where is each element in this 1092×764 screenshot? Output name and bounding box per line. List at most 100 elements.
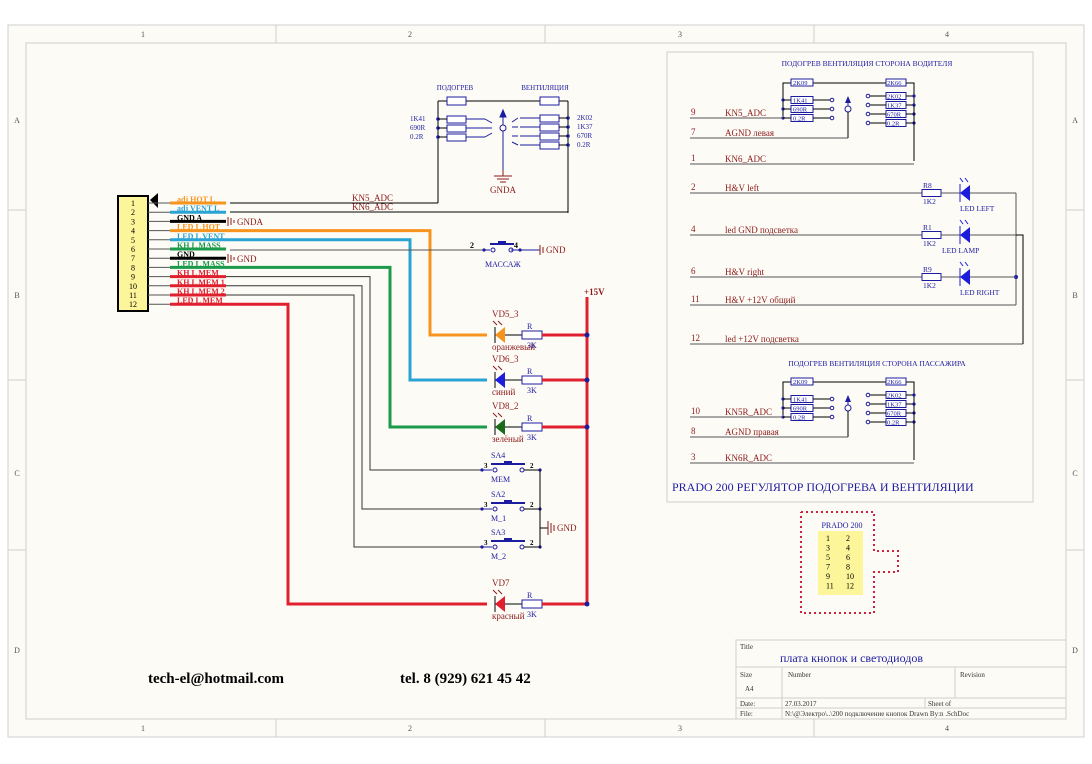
svg-text:ВЕНТИЛЯЦИЯ: ВЕНТИЛЯЦИЯ — [521, 84, 569, 92]
zone-col-3: 3 — [678, 30, 682, 39]
resistor-value: 1K37 — [887, 402, 902, 409]
wire-label: KH L MASS — [177, 241, 221, 250]
pinout-pin: 7 — [826, 563, 830, 572]
resistor-value: 2K66 — [887, 379, 902, 386]
pin-number: 10 — [691, 406, 701, 416]
led-icon — [495, 419, 505, 435]
button-pin: 2 — [530, 501, 534, 509]
connector-pin-number: 7 — [131, 254, 135, 263]
connector-wire: LED L VENT — [148, 232, 487, 382]
wire-label: KH L MEM 2 — [177, 287, 225, 296]
connector-pin-number: 9 — [131, 273, 135, 282]
contact-phone: tel. 8 (929) 621 45 42 — [400, 671, 531, 687]
pinout-pin: 10 — [846, 572, 854, 581]
svg-text:GND: GND — [546, 245, 566, 255]
wire-label: GND — [177, 250, 195, 259]
pinout-pin: 11 — [826, 582, 834, 591]
resistor-ref: R — [527, 414, 533, 423]
pin-number: 8 — [691, 426, 696, 436]
button-pin: 2 — [530, 539, 534, 547]
button-ref: SA2 — [491, 490, 505, 499]
wire-label: adj HOT L — [177, 195, 215, 204]
contact-email[interactable]: tech-el@hotmail.com — [148, 671, 285, 687]
wire-label: KH L MEM 1 — [177, 278, 225, 287]
resistor-value: 2K02 — [887, 94, 901, 101]
connector-pin-number: 5 — [131, 236, 135, 245]
connector-wire: LED L MEM — [148, 296, 487, 606]
pin-number: 12 — [691, 333, 700, 343]
gnda-symbol: GNDA — [227, 217, 263, 227]
connector-wire: LED L HOT — [148, 223, 487, 337]
button-name: M_2 — [491, 552, 506, 561]
resistor-value: 0.2R — [887, 121, 900, 128]
svg-text:Revision: Revision — [960, 671, 985, 679]
pinout-pin: 8 — [846, 563, 850, 572]
svg-text:4: 4 — [514, 241, 518, 250]
gnda-label-switch: GNDA — [490, 185, 516, 195]
button-name: M_1 — [491, 514, 506, 523]
svg-text:0.2R: 0.2R — [577, 141, 591, 149]
pinout-pin: 5 — [826, 553, 830, 562]
connector-pin-number: 6 — [131, 245, 135, 254]
connector-wire: adj HOT L — [148, 195, 226, 205]
svg-text:PRADO 200: PRADO 200 — [821, 521, 862, 530]
resistor-ref: R1 — [923, 223, 932, 232]
zone-col-2: 2 — [408, 30, 412, 39]
svg-text:0.2R: 0.2R — [410, 133, 424, 141]
passenger-section-title: ПОДОГРЕВ ВЕНТИЛЯЦИЯ СТОРОНА ПАССАЖИРА — [788, 359, 966, 368]
zone-row-c: C — [14, 469, 19, 478]
resistor-value: 670R — [887, 112, 902, 119]
button-pin: 2 — [530, 462, 534, 470]
wire-label: KH L MEM — [177, 269, 219, 278]
resistor-value: 3K — [527, 341, 537, 350]
pinout-pin: 4 — [846, 544, 850, 553]
pinout-pin: 6 — [846, 553, 850, 562]
pin-number: 6 — [691, 266, 696, 276]
wire-label: LED L MEM — [177, 296, 223, 305]
net-label: H&V left — [725, 183, 760, 193]
wire-label: adj VENT L — [177, 204, 219, 213]
connector-arrow-icon — [150, 193, 158, 208]
connector-pin-number: 8 — [131, 263, 135, 272]
led-color-name: зелёный — [492, 434, 524, 444]
svg-text:Title: Title — [740, 643, 753, 651]
resistor-value: 1K41 — [793, 98, 807, 105]
resistor-value: 2K09 — [793, 379, 807, 386]
resistor-value: 3K — [527, 433, 537, 442]
led-icon — [495, 596, 505, 612]
svg-text:670R: 670R — [577, 132, 593, 140]
button-pin: 3 — [484, 539, 488, 547]
button-ref: SA4 — [491, 451, 505, 460]
zone-col-1: 1 — [141, 30, 145, 39]
svg-text:1K41: 1K41 — [410, 115, 426, 123]
kn-nets — [230, 202, 568, 213]
svg-text:МАССАЖ: МАССАЖ — [485, 260, 522, 269]
button-pin: 3 — [484, 462, 488, 470]
connector-wire: LED L MASS — [148, 259, 487, 429]
pinout-pin: 2 — [846, 534, 850, 543]
svg-text:N:\@Электро\..\200 подключение: N:\@Электро\..\200 подключение кнопок Dr… — [785, 710, 969, 718]
led-ref: VD5_3 — [492, 309, 519, 319]
resistor-value: 1K41 — [793, 397, 807, 404]
svg-text:2K02: 2K02 — [577, 114, 593, 122]
button-name: MEM — [491, 475, 510, 484]
gnd-symbol-connector: GND — [227, 254, 257, 264]
net-label: AGND левая — [725, 128, 774, 138]
zone-row-b: B — [14, 291, 19, 300]
led-color-name: синий — [492, 387, 515, 397]
resistor-value: 670R — [887, 411, 902, 418]
resistor-ref: R8 — [923, 181, 932, 190]
svg-text:2: 2 — [470, 241, 474, 250]
